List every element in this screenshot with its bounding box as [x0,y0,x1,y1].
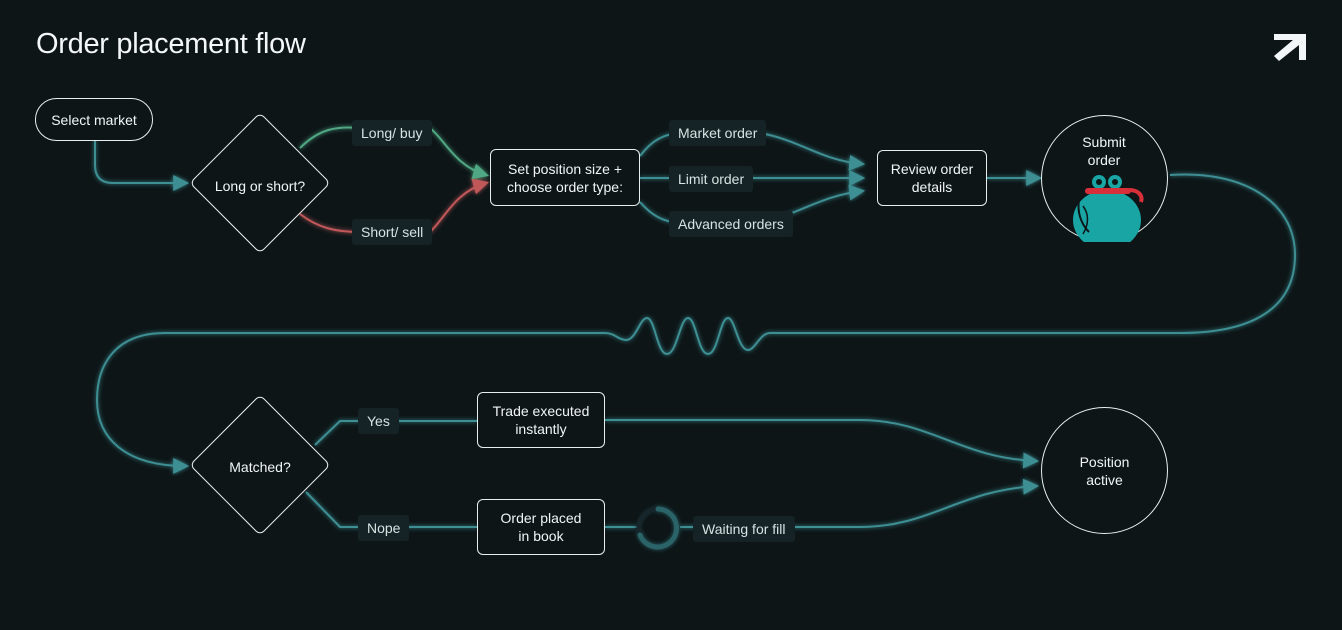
trade-executed-line-2: instantly [515,421,567,437]
connector-select-to-decision [94,140,190,191]
submit-order-line-1: Submit [1082,134,1126,150]
order-placed-node: Order placed in book [477,499,605,555]
position-active-node: Position active [1041,407,1168,534]
connector-yes [314,420,477,446]
connector-trade-to-active [605,419,1040,469]
set-position-line-1: Set position size + [507,160,622,177]
arrow-up-right-icon [1274,34,1306,61]
order-placed-line-1: Order placed [500,510,582,526]
select-market-node: Select market [35,98,153,141]
review-order-line-2: details [911,179,953,195]
advanced-orders-tag: Advanced orders [669,211,793,237]
nope-tag: Nope [358,515,410,541]
yes-tag: Yes [358,408,399,434]
long-buy-tag: Long/ buy [352,120,432,146]
loading-spinner-icon [636,506,680,550]
submit-order-label: Submit order [1054,133,1154,169]
trade-executed-line-1: Trade executed [492,403,590,419]
matched-label: Matched? [229,459,291,475]
frog-mascot-icon [1073,175,1144,242]
review-order-node: Review order details [877,150,987,206]
position-active-line-1: Position [1079,453,1130,470]
order-placed-line-2: in book [518,528,564,544]
market-order-tag: Market order [669,120,767,146]
limit-order-tag: Limit order [669,166,754,192]
select-market-label: Select market [51,111,137,128]
set-position-line-2: choose order type: [507,178,623,195]
review-order-line-1: Review order [890,161,974,177]
connector-nope [305,491,477,528]
page-title: Order placement flow [36,28,306,60]
submit-order-line-2: order [1087,152,1121,168]
trade-executed-node: Trade executed instantly [477,392,605,448]
long-or-short-label: Long or short? [214,178,306,194]
set-position-node: Set position size + choose order type: [490,149,640,206]
short-sell-tag: Short/ sell [352,219,433,245]
connector-submit-to-matched [95,173,1297,474]
connector-waiting-to-active [680,478,1040,528]
waiting-for-fill-tag: Waiting for fill [693,516,795,542]
position-active-line-2: active [1086,471,1123,488]
